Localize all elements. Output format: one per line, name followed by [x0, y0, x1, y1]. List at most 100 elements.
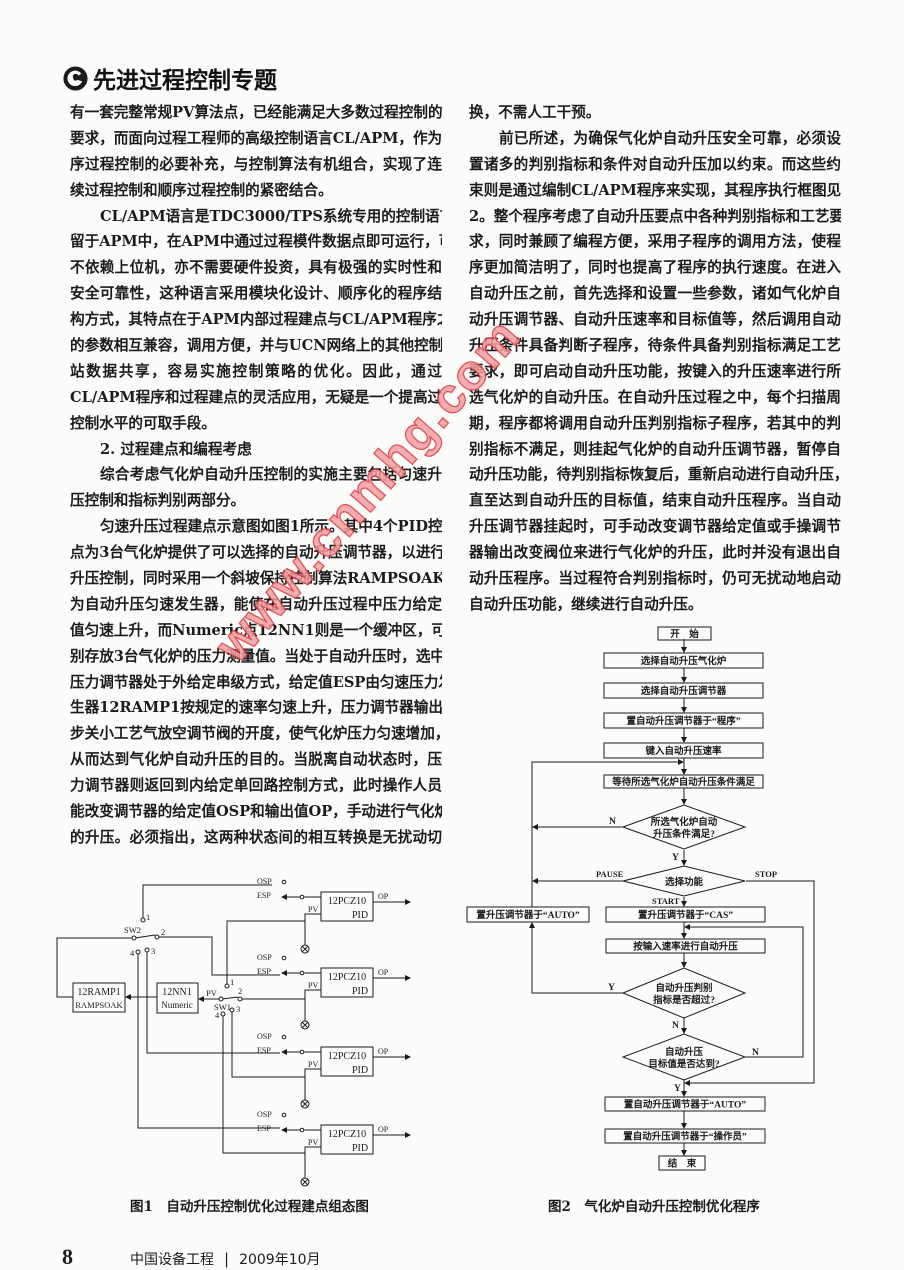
flow-step-11: 置自动升压调节器于“操作员”	[604, 1128, 766, 1144]
decision-1: 所选气化炉自动升压条件满足?	[621, 804, 747, 850]
process-box	[466, 906, 590, 923]
branch-stop: STOP	[755, 869, 777, 879]
pv-line	[304, 1068, 321, 1100]
pid-tag: 12PCZ10	[328, 1129, 366, 1140]
process-label: 置升压调节器于“CAS”	[638, 909, 733, 921]
flow-step-9: 按输入速率进行自动升压	[605, 938, 766, 954]
paragraph-line: 要求，而面向过程工程师的高级控制语言CL/APM，作为顺	[70, 129, 442, 147]
page-number: 8	[62, 1244, 73, 1269]
figure-1-caption: 图1 自动升压控制优化过程建点组态图	[130, 1199, 369, 1215]
paragraph-line: 自动升压之前，首先选择和设置一些参数，诸如气化炉自	[469, 285, 841, 303]
flow-step-7: 置升压调节器于“AUTO”	[466, 906, 590, 923]
process-label: 置升压调节器于“AUTO”	[476, 909, 580, 921]
pid-type: PID	[352, 986, 368, 997]
process-label: 置自动升压调节器于“程序”	[626, 715, 740, 727]
branch-y-1: Y	[672, 853, 679, 863]
decision-label: 选择功能	[665, 876, 704, 888]
sw1-terminal-1: 1	[230, 977, 234, 987]
branch-pause: PAUSE	[596, 869, 624, 879]
sw2-label: SW2	[124, 925, 141, 935]
left-text-column: 有一套完整常规PV算法点，已经能满足大多数过程控制的要求，而面向过程工程师的高级…	[70, 100, 442, 851]
process-label: 置自动升压调节器于“AUTO”	[624, 1099, 747, 1111]
pid-block	[320, 891, 374, 922]
op-label: OP	[378, 1125, 389, 1134]
process-label: 等待所选气化炉自动升压条件满足	[611, 776, 755, 788]
esp-label: ESP	[257, 1124, 271, 1133]
paragraph-line: 动升压功能，待判别指标恢复后，重新启动进行自动升压，	[469, 466, 841, 484]
esp-label: ESP	[257, 891, 271, 900]
op-label: OP	[378, 968, 389, 977]
paragraph-line: 升压控制，同时采用一个斜坡保持控制算法RAMPSOAK作	[70, 570, 442, 588]
decision-diamond	[622, 865, 746, 897]
flow-step-6: 等待所选气化炉自动升压条件满足	[603, 774, 764, 789]
paragraph-line: 束则是通过编制CL/APM程序来实现，其程序执行框图见图	[469, 181, 841, 199]
pid-block	[320, 967, 374, 998]
paragraph-line: 从而达到气化炉自动升压的目的。当脱离自动状态时，压	[70, 751, 442, 769]
sw1-label: SW1	[214, 1002, 231, 1012]
osp-terminal	[281, 955, 287, 961]
flow-step-5: 键入自动升压速率	[603, 742, 764, 759]
paragraph-line: 序过程控制的必要补充，与控制算法有机组合，实现了连	[70, 155, 442, 173]
paragraph-line: 站数据共享，容易实施控制策略的优化。因此，通过	[70, 362, 442, 380]
process-box	[605, 938, 766, 954]
process-box	[605, 906, 766, 923]
esp-label: ESP	[257, 967, 271, 976]
process-label: 结 束	[667, 1158, 697, 1170]
decision-label: 所选气化炉自动	[651, 816, 718, 828]
pv-label: PV	[308, 1060, 318, 1069]
paragraph-line: 综合考虑气化炉自动升压控制的实施主要包括匀速升	[100, 466, 442, 484]
pv-label: PV	[308, 1138, 318, 1147]
decision-diamond	[621, 804, 747, 850]
sw2-t2-wire	[159, 936, 280, 976]
issue-date: 2009年10月	[239, 1252, 321, 1268]
esp-label: ESP	[257, 1046, 271, 1055]
paragraph-line: 期，程序都将调用自动升压判别指标子程序，若其中的判	[469, 414, 841, 432]
flow-step-8: 置升压调节器于“CAS”	[605, 906, 766, 923]
figure-1-diagram: 12RAMP1 RAMPSOAK 12NN1 Numeric SW2 1 2 3…	[56, 877, 411, 1187]
pressure-sensor-cross	[301, 1100, 309, 1108]
pid-tag: 12PCZ10	[328, 1051, 366, 1062]
paragraph-line: 序更加简洁明了，同时也提高了程序的执行速度。在进入	[469, 259, 841, 277]
paragraph-line: 步关小工艺气放空调节阀的开度，使气化炉压力匀速增加，	[70, 725, 442, 743]
ramp-type: RAMPSOAK	[75, 1000, 123, 1010]
decision-label: 指标是否超过?	[653, 994, 715, 1006]
decision-label: 目标值是否达到?	[648, 1058, 720, 1070]
pid-type: PID	[352, 910, 368, 921]
esp-node	[299, 1049, 305, 1055]
paragraph-line: 升压调节器挂起时，可手动改变调节器给定值或手操调节	[469, 518, 841, 536]
journal-name: 中国设备工程	[130, 1252, 214, 1268]
pressure-sensor-icon	[300, 1099, 310, 1109]
numeric-type: Numeric	[161, 1000, 193, 1010]
ramp-tag: 12RAMP1	[77, 987, 120, 998]
sw1-t1-wire	[226, 920, 305, 984]
decision-label: 升压条件满足?	[653, 828, 715, 840]
paragraph-line: 续过程控制和顺序过程控制的紧密结合。	[70, 181, 333, 199]
paragraph-line: 要求，即可启动自动升压功能，按键入的升压速率进行所	[469, 362, 841, 380]
paragraph-line: 求，同时兼顾了编程方便，采用子程序的调用方法，使程	[469, 233, 841, 251]
paragraph-line: 升压条件具备判断子程序，待条件具备判别指标满足工艺	[469, 337, 841, 355]
process-label: 置自动升压调节器于“操作员”	[623, 1131, 747, 1143]
process-label: 开 始	[670, 628, 699, 640]
figure-2-caption: 图2 气化炉自动升压控制优化程序	[548, 1199, 760, 1215]
section-heading: 2. 过程建点和编程考虑	[100, 440, 252, 458]
sw2-terminal-2: 2	[161, 927, 165, 937]
paragraph-line: 留于APM中，在APM中通过过程模件数据点即可运行，可	[70, 233, 442, 251]
paragraph-line: 匀速升压过程建点示意图如图1所示。其中4个PID控制	[100, 518, 442, 536]
decision-label: 自动升压判别	[655, 982, 712, 994]
section-title: 先进过程控制专题	[93, 68, 277, 94]
paragraph-line: 2。整个程序考虑了自动升压要点中各种判别指标和工艺要	[469, 207, 841, 225]
paragraph-line: 生器12RAMP1按规定的速率匀速上升，压力调节器输出逐	[70, 699, 442, 717]
flow-step-3: 选择自动升压调节器	[603, 682, 764, 699]
page-footer: 8 中国设备工程 | 2009年10月	[62, 1244, 321, 1269]
pid-type: PID	[352, 1065, 368, 1076]
sw1-terminal-2: 2	[238, 986, 242, 996]
op-label: OP	[378, 892, 389, 901]
branch-y-2: Y	[608, 983, 615, 993]
flow-step-2: 选择自动升压气化炉	[603, 652, 764, 669]
paragraph-line: 力调节器则返回到内给定单回路控制方式，此时操作人员	[70, 777, 442, 795]
pv-line	[304, 913, 321, 945]
